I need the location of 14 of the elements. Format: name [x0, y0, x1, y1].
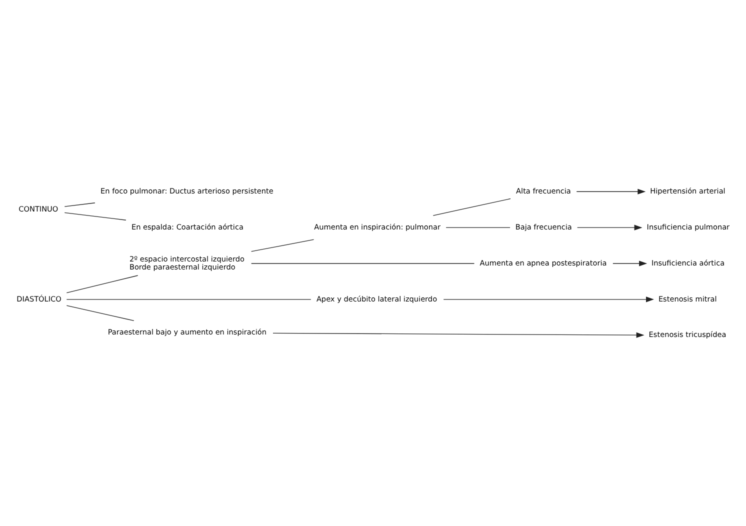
connector [64, 202, 96, 206]
arrow [612, 260, 648, 266]
connector [446, 226, 510, 228]
arrow [577, 224, 642, 230]
arrow [443, 296, 654, 302]
arrow [272, 332, 644, 338]
connector [432, 198, 511, 216]
connector [66, 304, 134, 321]
connector [251, 262, 475, 264]
arrow [576, 188, 646, 194]
connector [64, 212, 126, 220]
connector [66, 298, 312, 300]
connector [250, 238, 314, 252]
connector [66, 274, 138, 293]
